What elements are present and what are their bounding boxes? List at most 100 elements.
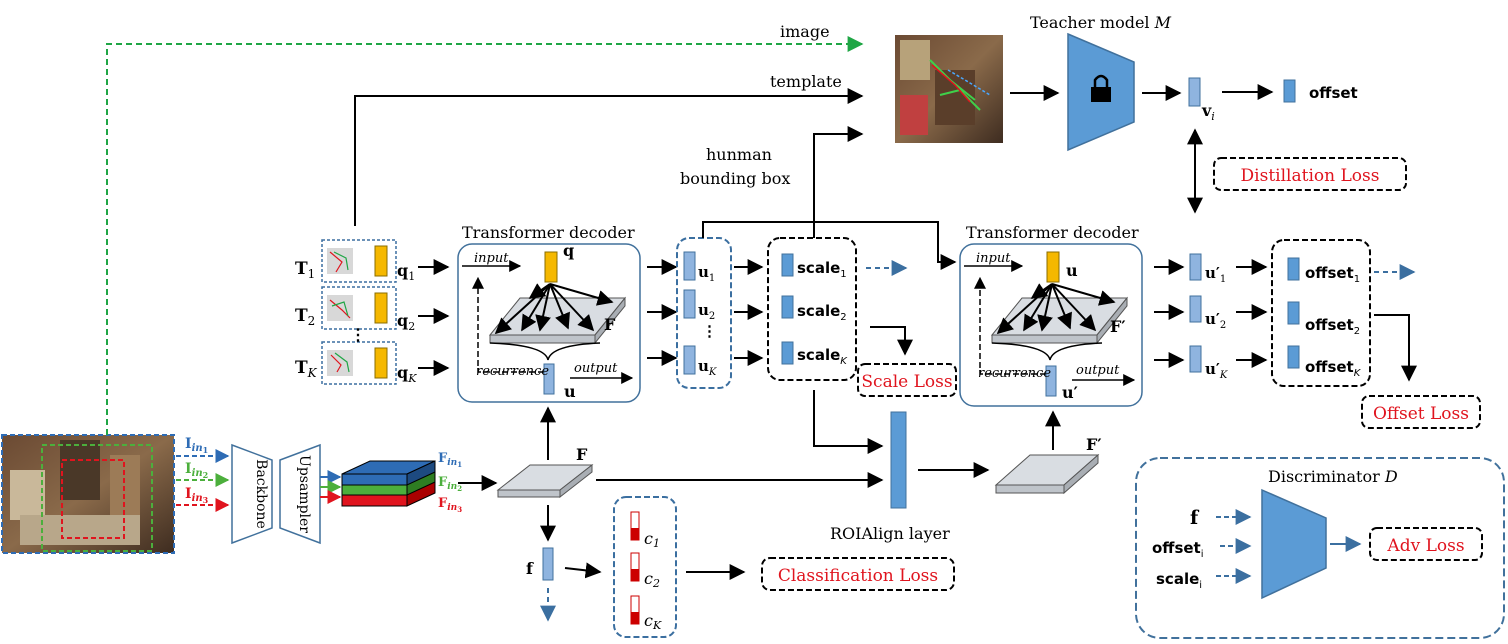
image-path-arrow	[106, 36, 864, 435]
offset-top-label: offset	[1309, 84, 1358, 102]
feature-label-3: Fin3	[438, 496, 462, 514]
scale-loss-label: Scale Loss	[861, 372, 952, 392]
discriminator-block	[1261, 488, 1327, 600]
input-scene-image	[1, 434, 175, 554]
decoder-2-u-prime-label: u′	[1062, 383, 1078, 402]
offset-top-vector	[1283, 79, 1296, 103]
upsampler-block	[279, 443, 321, 545]
offset-item-K: offsetK	[1305, 358, 1362, 379]
F-label: F	[576, 445, 588, 464]
class-score-group	[613, 496, 677, 638]
v-label: vi	[1201, 101, 1215, 123]
decoder-2-F-prime-label: F′	[1110, 317, 1126, 336]
transformer-decoder-1	[457, 243, 641, 403]
offset-vectors	[1287, 257, 1300, 369]
c-item-1: c1	[644, 529, 660, 550]
human-box-arrow	[813, 126, 864, 238]
backbone-label: Backbone	[253, 459, 269, 529]
template-path-arrow	[354, 88, 864, 226]
decoder-2-u-label: u	[1066, 261, 1078, 280]
u-to-decoder2-arrow	[702, 221, 957, 270]
decoder-1-output-label: output	[574, 361, 618, 376]
query-q2: q2	[397, 311, 415, 333]
feature-map-F	[496, 463, 594, 499]
c-item-K: cK	[644, 611, 662, 632]
u-item-1: u1	[698, 263, 715, 284]
transformer-decoder-2	[959, 243, 1143, 407]
feature-stack	[341, 460, 436, 507]
image-label: image	[780, 22, 830, 41]
decoder-1-input-label: input	[474, 251, 509, 266]
u-prime-item-1: u′1	[1205, 264, 1226, 285]
template-T2: T2	[295, 306, 315, 328]
template-label: template	[770, 72, 842, 91]
decoder-2-output-label: output	[1076, 363, 1120, 378]
disc-f-label: f	[1190, 507, 1200, 529]
class-score-items: c1 c2 cK	[630, 511, 662, 632]
decoder-1-F-label: F	[604, 315, 616, 334]
template-T1: T1	[295, 259, 315, 281]
offset-loss-label: Offset Loss	[1373, 404, 1469, 424]
f-label: f	[526, 559, 534, 578]
offset-item-1: offset1	[1305, 264, 1360, 285]
decoder-1-q-label: q	[563, 241, 574, 260]
decoder-1-recurrence-label: recurrence	[476, 364, 549, 379]
decoder-1-u-label: u	[564, 382, 576, 401]
input-label-2: Iin2	[185, 461, 208, 480]
teacher-scene-image	[895, 35, 1003, 143]
c-item-2: c2	[644, 569, 660, 590]
F-prime-label: F′	[1086, 435, 1102, 454]
input-label-1: Iin1	[185, 436, 208, 455]
input-label-3: Iin3	[185, 486, 209, 505]
offset-group	[1271, 239, 1371, 387]
roialign-label: ROIAlign layer	[830, 524, 950, 543]
feature-label-2: Fin2	[438, 475, 462, 493]
input-crops: Iin1 Iin2 Iin3	[176, 436, 230, 512]
decoder-2-input-label: input	[976, 251, 1011, 266]
distillation-loss-box	[1213, 157, 1407, 191]
scale-item-1: scale1	[797, 259, 847, 280]
scale-group	[767, 237, 857, 381]
scale-loss-box	[857, 363, 957, 397]
u-prime-item-2: u′2	[1205, 310, 1226, 331]
scale-item-K: scaleK	[797, 346, 848, 367]
u-item-K: uK	[698, 357, 717, 378]
query-qK: qK	[397, 363, 417, 385]
offset-item-2: offset2	[1305, 316, 1360, 337]
decoder-2-recurrence-label: recurrence	[978, 366, 1051, 381]
discriminator-panel	[1135, 457, 1505, 639]
template-list	[321, 239, 397, 385]
human-box-label-2: bounding box	[680, 169, 790, 188]
feature-label-1: Fin1	[438, 451, 462, 469]
u-vectors	[683, 251, 696, 375]
decoder-2-title: Transformer decoder	[966, 223, 1139, 242]
scale-vectors	[781, 253, 794, 365]
v-vector	[1188, 77, 1201, 107]
disc-offset-label: offseti	[1152, 539, 1204, 560]
classification-loss-label: Classification Loss	[778, 566, 938, 586]
human-box-label-1: hunman	[706, 145, 772, 164]
scale-item-2: scale2	[797, 302, 847, 323]
u-prime-vectors	[1189, 253, 1202, 373]
u-dots: ⋮	[702, 322, 717, 340]
template-dots: ⋮	[350, 325, 366, 344]
disc-scale-label: scalei	[1156, 570, 1202, 591]
adv-loss-label: Adv Loss	[1386, 536, 1464, 556]
upsampler-label: Upsampler	[296, 455, 312, 533]
u-prime-item-K: u′K	[1205, 360, 1228, 381]
template-TK: TK	[295, 358, 318, 380]
backbone-block	[231, 443, 273, 545]
query-q1: q1	[397, 261, 415, 283]
roialign-layer	[890, 411, 907, 509]
lock-icon	[1091, 74, 1111, 102]
f-vector	[542, 547, 554, 581]
discriminator-title: Discriminator D	[1268, 467, 1398, 486]
distillation-loss-label: Distillation Loss	[1241, 166, 1380, 186]
decoder-1-title: Transformer decoder	[462, 223, 635, 242]
u-item-2: u2	[698, 301, 715, 322]
teacher-model-title: Teacher model M	[1030, 13, 1172, 32]
adv-loss-box	[1369, 527, 1483, 561]
feature-map-F-prime	[994, 453, 1100, 495]
